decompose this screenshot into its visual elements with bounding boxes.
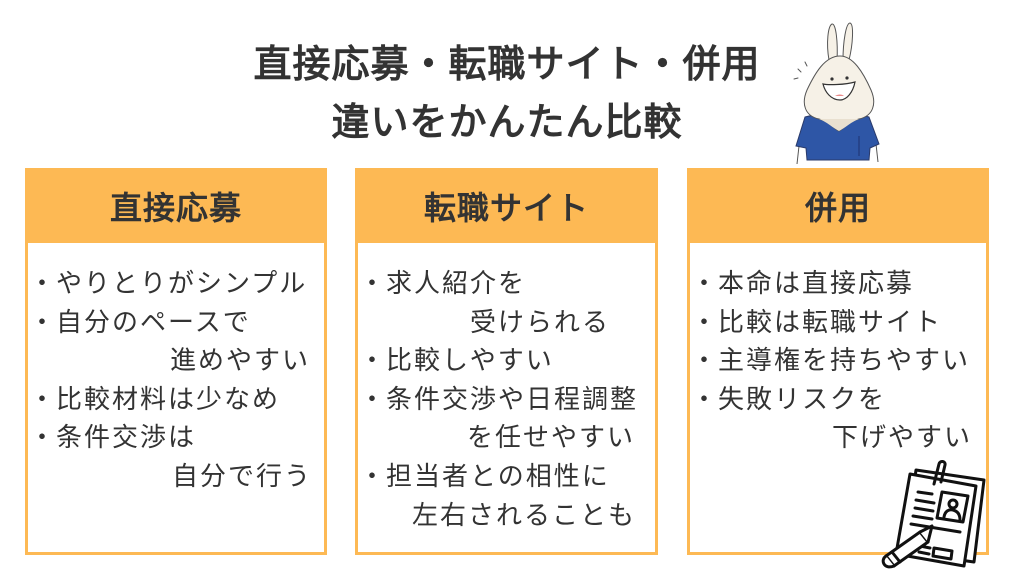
list-item: ・失敗リスクを (690, 381, 986, 420)
card-body: ・やりとりがシンプル ・自分のペースで 進めやすい ・比較材料は少なめ ・条件交… (28, 243, 324, 497)
list-item: ・担当者との相性に (358, 458, 655, 497)
card-job-site: 転職サイト ・求人紹介を 受けられる ・比較しやすい ・条件交渉や日程調整 を任… (355, 168, 658, 555)
card-header: 直接応募 (28, 171, 324, 243)
list-item-continuation: 左右されることも (412, 500, 637, 531)
card-header: 転職サイト (358, 171, 655, 243)
bullet: ・ (358, 269, 385, 299)
bullet: ・ (690, 346, 717, 377)
bullet: ・ (28, 423, 55, 454)
page-title: 直接応募・転職サイト・併用 違いをかんたん比較 (0, 35, 1014, 151)
card-direct-application: 直接応募 ・やりとりがシンプル ・自分のペースで 進めやすい ・比較材料は少なめ… (25, 168, 327, 555)
list-item: ・比較材料は少なめ (28, 381, 324, 420)
title-line-2: 違いをかんたん比較 (331, 100, 683, 144)
card-body: ・本命は直接応募 ・比較は転職サイト ・主導権を持ちやすい ・失敗リスクを 下げ… (690, 243, 986, 458)
list-item: ・条件交渉や日程調整 (358, 381, 655, 420)
bullet: ・ (690, 384, 717, 415)
list-item: ・主導権を持ちやすい (690, 342, 986, 381)
list-item-continuation: を任せやすい (467, 423, 636, 454)
list-item-continuation: 自分で行う (172, 461, 313, 492)
list-item-continuation: 受けられる (470, 307, 611, 338)
bullet: ・ (358, 461, 385, 492)
bullet: ・ (28, 307, 55, 338)
list-item: ・比較しやすい (358, 342, 655, 381)
bullet: ・ (28, 384, 55, 415)
list-item: ・本命は直接応募 (690, 265, 986, 304)
bullet: ・ (358, 346, 385, 377)
bullet: ・ (358, 384, 385, 415)
bullet: ・ (28, 269, 55, 299)
list-item: ・比較は転職サイト (690, 304, 986, 343)
list-item: ・求人紹介を (358, 265, 655, 304)
bullet: ・ (690, 269, 717, 299)
list-item: ・やりとりがシンプル (28, 265, 324, 304)
card-body: ・求人紹介を 受けられる ・比較しやすい ・条件交渉や日程調整 を任せやすい ・… (358, 243, 655, 535)
list-item: ・条件交渉は (28, 419, 324, 458)
rabbit-mascot-icon (793, 22, 880, 165)
resume-pencil-icon (881, 460, 986, 569)
list-item: ・自分のペースで (28, 304, 324, 343)
title-line-1: 直接応募・転職サイト・併用 (253, 42, 761, 86)
bullet: ・ (690, 307, 717, 338)
list-item-continuation: 下げやすい (832, 423, 973, 454)
list-item-continuation: 進めやすい (170, 346, 311, 377)
card-header: 併用 (690, 171, 986, 243)
